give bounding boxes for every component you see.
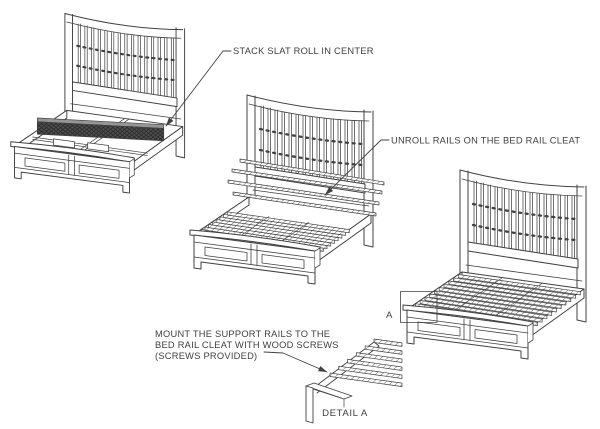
annotation-step1: STACK SLAT ROLL IN CENTER bbox=[233, 46, 374, 56]
leader-line-step2 bbox=[324, 139, 390, 196]
annotation-step3-line1: MOUNT THE SUPPORT RAILS TO THE bbox=[155, 329, 330, 339]
slat-roll bbox=[36, 121, 165, 142]
detail-a-callout-box bbox=[400, 291, 438, 323]
detail-a-marker: A bbox=[386, 310, 393, 321]
annotation-step3-line3: (SCREWS PROVIDED) bbox=[155, 351, 257, 361]
bed-step3-finished bbox=[402, 168, 588, 360]
leader-line-step3 bbox=[263, 351, 328, 373]
support-block bbox=[53, 138, 75, 149]
slat-webbing bbox=[448, 277, 543, 321]
raised-slats bbox=[227, 158, 385, 217]
detail-a-view bbox=[305, 338, 403, 424]
leader-line-step1 bbox=[165, 50, 232, 127]
full-slat-deck bbox=[410, 274, 581, 330]
rail-corner-face bbox=[305, 385, 314, 424]
annotation-step3-line2: BED RAIL CLEAT WITH WOOD SCREWS bbox=[155, 340, 339, 350]
annotation-labels: STACK SLAT ROLL IN CENTER UNROLL RAILS O… bbox=[155, 46, 580, 419]
bed-step2-unroll-rails bbox=[189, 93, 385, 285]
annotation-step2: UNROLL RAILS ON THE BED RAIL CLEAT bbox=[391, 136, 580, 146]
support-block bbox=[87, 142, 109, 153]
detail-slats bbox=[329, 338, 403, 387]
detail-a-title: DETAIL A bbox=[322, 408, 368, 419]
bed-step1-stack-roll bbox=[10, 12, 186, 194]
